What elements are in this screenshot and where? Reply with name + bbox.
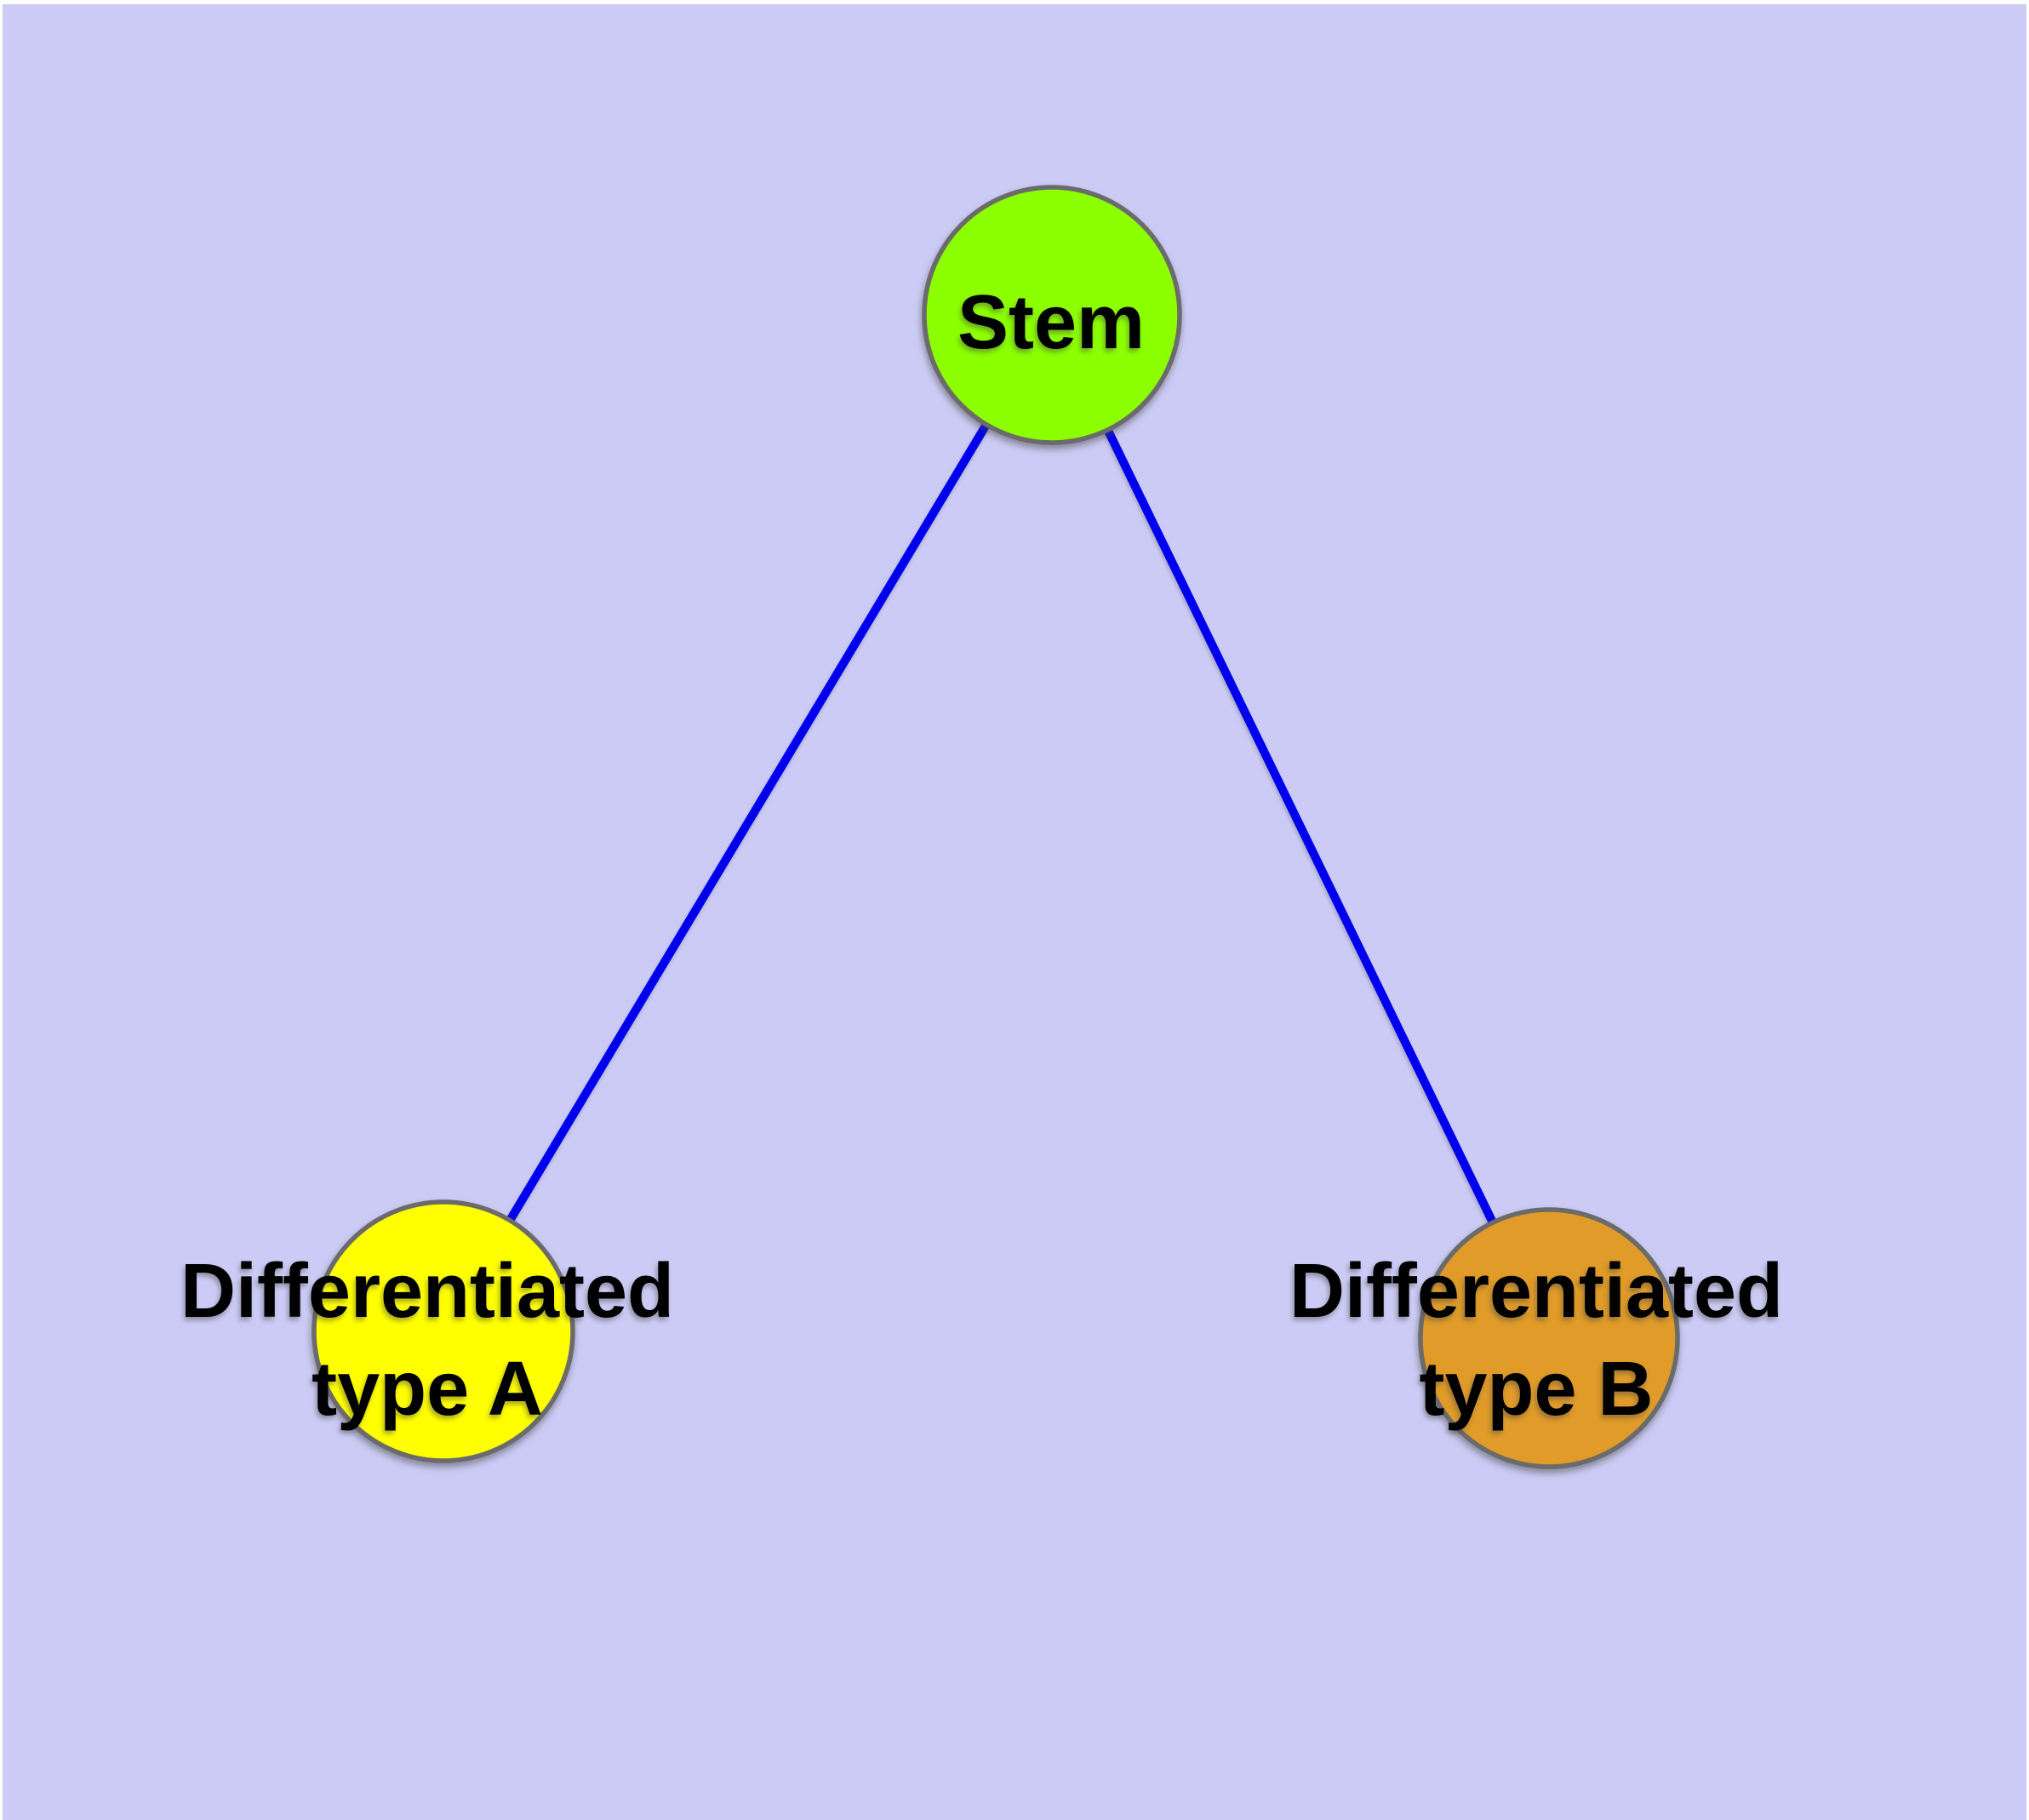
node-layer — [311, 185, 1680, 1469]
edge-stem-to-type-b — [1048, 312, 1553, 1341]
edge-layer — [439, 312, 1553, 1341]
node-stem — [922, 185, 1182, 445]
node-type-b-label-line1: Differentiated — [1289, 1249, 1783, 1334]
node-type-b-label-line2: type B — [1419, 1347, 1653, 1432]
node-type-b — [1418, 1207, 1680, 1469]
node-type-a-label-line1: Differentiated — [180, 1249, 674, 1334]
label-layer: Stem Differentiated type A Differentiate… — [180, 280, 1783, 1432]
node-type-a — [311, 1199, 575, 1463]
node-stem-label: Stem — [957, 280, 1145, 365]
edge-stem-to-type-a — [439, 312, 1056, 1334]
node-type-a-label-line2: type A — [311, 1347, 543, 1432]
